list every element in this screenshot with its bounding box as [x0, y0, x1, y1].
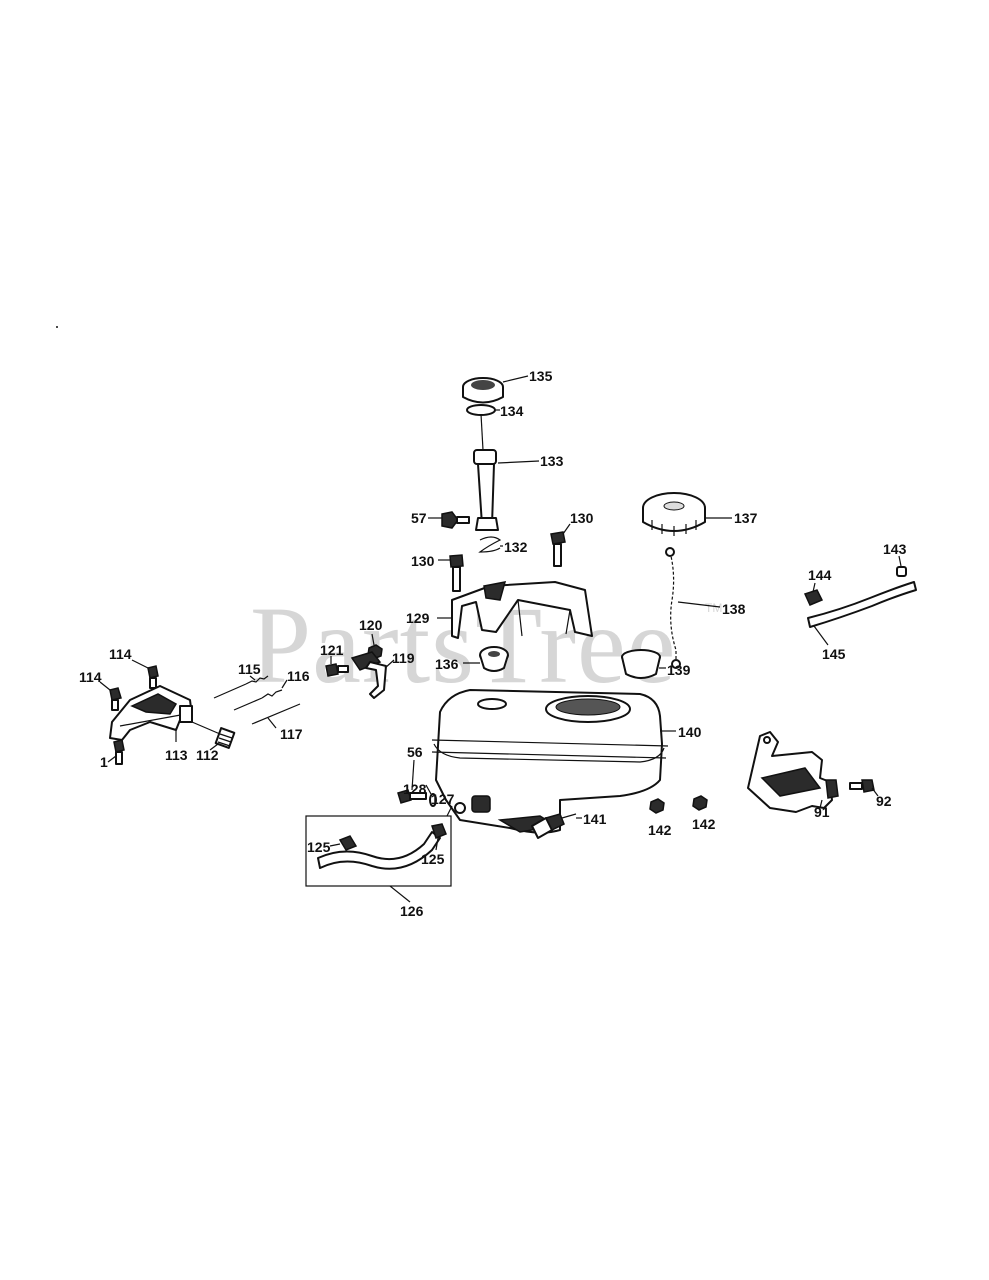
leader-138 [677, 601, 721, 608]
callout-116[interactable]: 116 [287, 668, 310, 684]
callout-114-left[interactable]: 114 [79, 669, 102, 685]
callout-120[interactable]: 120 [359, 617, 383, 633]
callout-133[interactable]: 133 [540, 453, 564, 469]
callout-145[interactable]: 145 [822, 646, 846, 662]
part-116-spring[interactable] [233, 689, 283, 711]
callout-134[interactable]: 134 [500, 403, 524, 419]
part-144-clamp[interactable] [803, 589, 824, 606]
part-135-cap[interactable] [462, 377, 504, 404]
callout-119[interactable]: 119 [392, 650, 415, 666]
callout-125-left[interactable]: 125 [307, 839, 331, 855]
leader-91 [819, 799, 823, 809]
leader-143 [898, 555, 902, 567]
part-126-fuel-hose-kit[interactable] [305, 815, 452, 887]
callout-117[interactable]: 117 [280, 726, 303, 742]
callout-57[interactable]: 57 [411, 510, 427, 526]
callout-125-right[interactable]: 125 [421, 851, 445, 867]
callout-142-right[interactable]: 142 [692, 816, 716, 832]
part-133-dipstick-tube[interactable] [473, 413, 499, 531]
part-114-screw-top[interactable] [147, 665, 159, 689]
leader-112 [209, 743, 219, 751]
callout-138[interactable]: 138 [722, 601, 746, 617]
leader-120 [371, 633, 375, 646]
callout-139[interactable]: 139 [667, 662, 691, 678]
part-91-tank-bracket[interactable] [747, 731, 839, 813]
part-112-knob[interactable] [191, 721, 236, 749]
part-56-bolt[interactable] [397, 789, 427, 804]
callout-127[interactable]: 127 [431, 791, 455, 807]
callout-143[interactable]: 143 [883, 541, 907, 557]
callout-115[interactable]: 115 [238, 661, 261, 677]
callout-113[interactable]: 113 [165, 747, 188, 763]
leader-116 [281, 679, 288, 689]
part-140-fuel-tank[interactable] [431, 689, 669, 834]
callout-1[interactable]: 1 [100, 754, 108, 770]
stray-dot [56, 326, 58, 328]
part-1-screw[interactable] [113, 739, 125, 765]
callout-142-left[interactable]: 142 [648, 822, 672, 838]
part-113-throttle-bracket[interactable] [109, 685, 193, 741]
part-121-bolt[interactable] [325, 663, 349, 677]
callout-137[interactable]: 137 [734, 510, 758, 526]
callout-121[interactable]: 121 [320, 642, 344, 658]
leader-92 [871, 787, 879, 797]
part-138-cap-chain[interactable] [665, 547, 681, 669]
part-129-tank-shroud[interactable] [451, 581, 593, 639]
callout-128[interactable]: 128 [403, 781, 427, 797]
part-143-clamp[interactable] [896, 566, 907, 577]
part-119-bracket[interactable] [350, 651, 387, 699]
leader-144 [812, 582, 816, 593]
part-125-clamp-right[interactable] [431, 823, 447, 839]
part-139-fuel-strainer[interactable] [621, 649, 661, 679]
part-130-bolt-left[interactable] [449, 554, 464, 592]
part-117-rod[interactable] [251, 703, 301, 725]
callout-136[interactable]: 136 [435, 656, 459, 672]
part-134-o-ring[interactable] [466, 404, 496, 416]
leader-1 [107, 755, 117, 763]
callout-114-top[interactable]: 114 [109, 646, 132, 662]
part-130-bolt-right[interactable] [550, 531, 566, 567]
leader-115 [249, 675, 256, 681]
leader-135 [502, 375, 529, 383]
callout-135[interactable]: 135 [529, 368, 553, 384]
leader-130-right [562, 523, 571, 535]
callout-112[interactable]: 112 [196, 747, 219, 763]
part-136-fuel-valve[interactable] [479, 646, 509, 672]
part-57-bolt[interactable] [441, 511, 470, 529]
leader-114-top [131, 659, 149, 669]
part-141-drain-fitting[interactable] [531, 813, 577, 839]
part-137-fuel-cap[interactable] [642, 492, 706, 536]
leader-128 [425, 784, 432, 795]
leader-114-left [99, 681, 111, 691]
part-115-spring[interactable] [213, 675, 269, 699]
callout-126[interactable]: 126 [400, 903, 424, 919]
leader-117 [267, 717, 277, 729]
leader-56 [411, 759, 415, 791]
part-145-fuel-hose[interactable] [807, 581, 917, 628]
leader-126 [389, 885, 411, 903]
callout-144[interactable]: 144 [808, 567, 832, 583]
callout-92[interactable]: 92 [876, 793, 892, 809]
part-114-screw-left[interactable] [109, 687, 122, 711]
callout-129[interactable]: 129 [406, 610, 430, 626]
leader-119 [384, 659, 395, 669]
part-142-nut-left[interactable] [649, 798, 665, 814]
part-92-bolt[interactable] [849, 779, 875, 793]
part-128-washer[interactable] [429, 793, 437, 807]
callout-132[interactable]: 132 [504, 539, 528, 555]
callout-130-right[interactable]: 130 [570, 510, 594, 526]
leader-133 [497, 460, 540, 464]
part-142-nut-right[interactable] [692, 795, 708, 811]
watermark-trademark: TM [705, 601, 722, 615]
part-132-spring-clip[interactable] [478, 536, 502, 553]
part-125-clamp-left[interactable] [338, 835, 358, 851]
callout-141[interactable]: 141 [583, 811, 607, 827]
callout-91[interactable]: 91 [814, 804, 830, 820]
callout-140[interactable]: 140 [678, 724, 702, 740]
leader-145 [813, 625, 829, 646]
callout-130-left[interactable]: 130 [411, 553, 435, 569]
callout-56[interactable]: 56 [407, 744, 423, 760]
